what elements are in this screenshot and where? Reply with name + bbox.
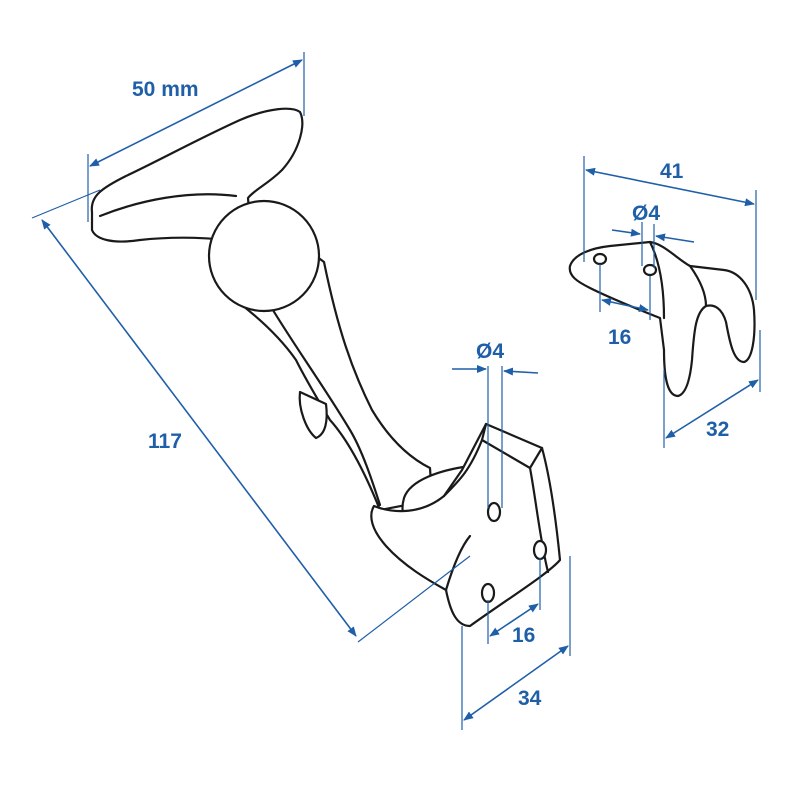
label-latch-base-width: 34 [518,687,542,710]
bracket-hole-1 [592,252,608,266]
t-handle-inner-edge [98,193,238,218]
latch-hole-2 [532,539,548,561]
latch-base [370,422,562,628]
label-bracket-hole-spacing: 16 [608,326,631,349]
dimension-total-length: 117 [31,189,471,643]
dimension-bracket-depth: 32 [663,330,761,448]
latch-hole-3 [480,582,496,604]
dimension-latch-hole-diameter: Ø4 [452,340,539,508]
label-bracket-hole-diameter: Ø4 [632,202,660,225]
dimension-bracket-width: 41 [583,156,757,300]
bracket-hole-2 [642,263,658,277]
label-handle-width: 50 mm [132,78,199,101]
dimension-bracket-hole-spacing: 16 [599,264,651,349]
label-bracket-width: 41 [660,160,684,183]
dimension-latch-hole-spacing: 16 [487,558,541,647]
latch-ball [207,199,321,313]
label-bracket-depth: 32 [706,418,729,441]
label-latch-hole-diameter: Ø4 [476,340,504,363]
label-total-length: 117 [148,430,182,453]
catch-bracket [568,240,756,398]
bracket-plate [568,240,756,398]
label-latch-hole-spacing: 16 [512,624,535,647]
dimension-handle-width: 50 mm [87,52,305,222]
latch-hole-1 [486,501,502,523]
dimension-latch-base-width: 34 [461,556,571,730]
rubber-t-latch [90,107,562,628]
dimension-bracket-hole-diameter: Ø4 [611,202,695,268]
